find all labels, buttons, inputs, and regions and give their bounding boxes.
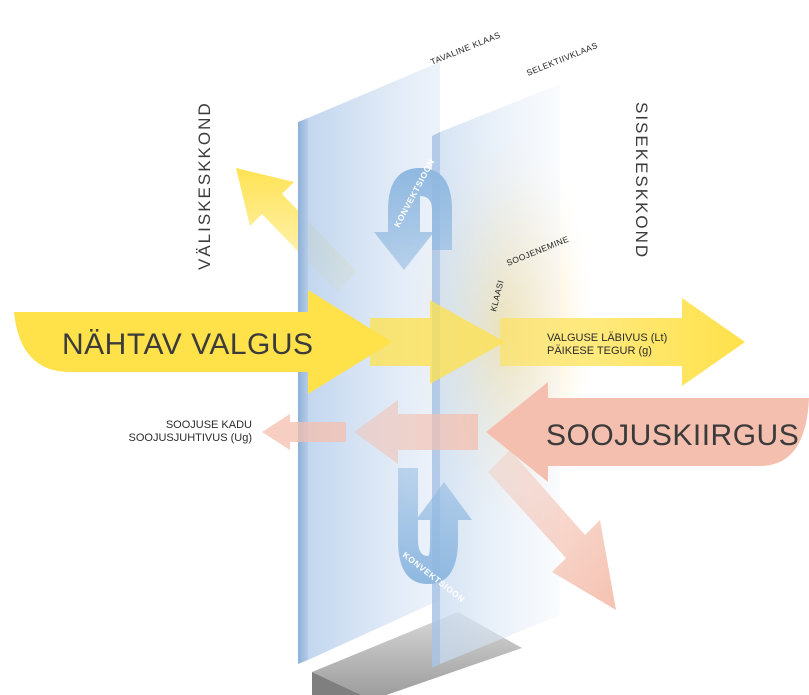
heat-through-glass-arrow [354, 400, 478, 464]
heat-loss-arrow [262, 414, 346, 450]
outside-label: VÄLISKESKKOND [195, 101, 214, 270]
visible-light-label: NÄHTAV VALGUS [62, 328, 314, 361]
visible-light-arrow-glass [370, 300, 505, 384]
heat-loss-label: SOOJUSE KADU [166, 419, 252, 431]
convection-bottom-arrow [398, 468, 472, 584]
transmitted-light-arrow [500, 298, 745, 386]
inside-label: SISEKESKKOND [632, 102, 651, 259]
solar-factor-label: PÄIKESE TEGUR (g) [547, 345, 652, 357]
selective-glass-pane [432, 84, 560, 668]
selective-glass-label: SELEKTIIVKLAAS [525, 40, 599, 78]
light-transmission-label: VALGUSE LÄBIVUS (Lt) [547, 332, 667, 344]
heat-reflected-arrow [488, 450, 616, 610]
thermal-conductivity-label: SOOJUSJUHTIVUS (Ug) [129, 432, 252, 444]
ordinary-glass-label: TAVALINE KLAAS [429, 30, 502, 67]
heat-radiation-label: SOOJUSKIIRGUS [546, 419, 799, 452]
heat-radiation-arrow [486, 382, 809, 482]
convection-top-arrow [374, 168, 452, 270]
visible-light-arrow [14, 290, 392, 394]
